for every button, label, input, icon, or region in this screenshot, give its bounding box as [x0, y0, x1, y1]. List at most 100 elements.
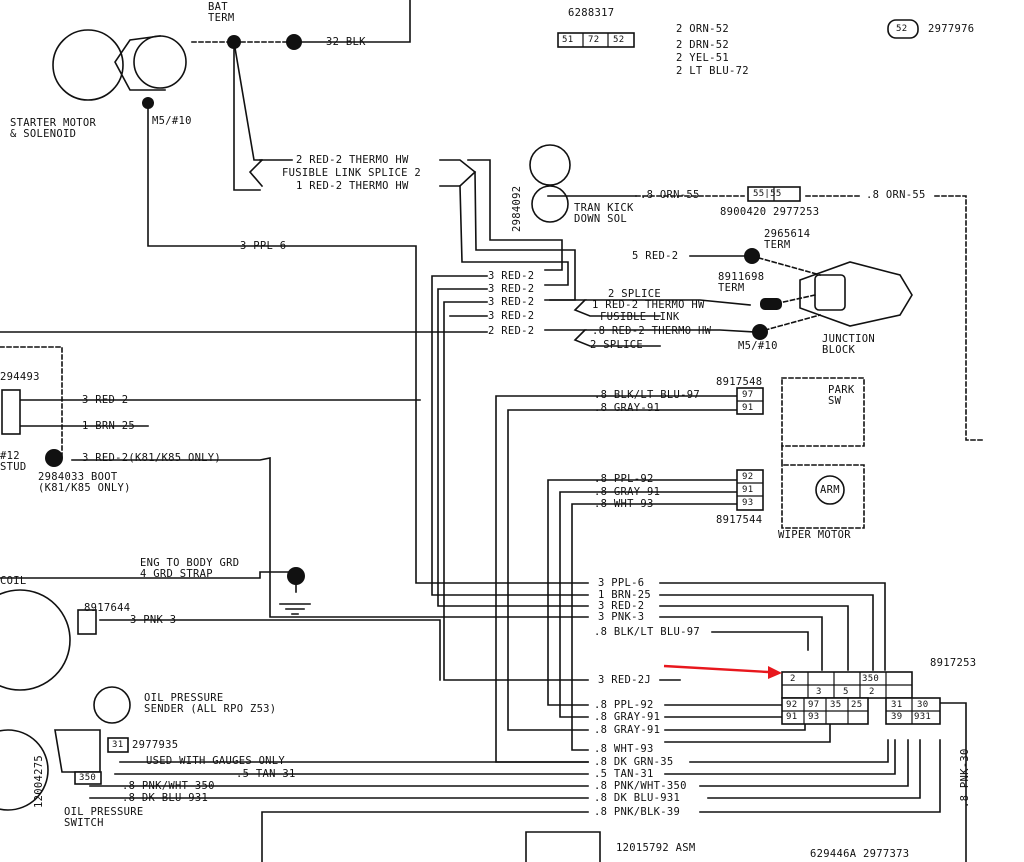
pin-label: 97 — [808, 700, 820, 710]
label-r-ppl6: 3 PPL-6 — [598, 577, 645, 589]
pin-label: 5 — [843, 687, 849, 697]
label-wiper: WIPER MOTOR — [778, 529, 851, 541]
pin-label: 31 — [891, 700, 903, 710]
label-pnk30-vert: .8 PNK-30 — [959, 748, 971, 808]
label-wht93: .8 WHT-93 — [594, 498, 654, 510]
pin-label: 92 — [786, 700, 798, 710]
label-r-blk97: .8 BLK/LT BLU-97 — [594, 626, 700, 638]
label-r-wht93: .8 WHT-93 — [594, 743, 654, 755]
label-p8917644: 8917644 — [84, 602, 131, 614]
label-starter: STARTER MOTOR& SOLENOID — [10, 117, 97, 140]
label-boot: 2984033 BOOT(K81/K85 ONLY) — [38, 471, 131, 494]
label-red2thermo-d: .8 RED-2 THERMO HW — [592, 325, 712, 337]
pin-label: 350 — [862, 674, 880, 684]
pin-label: 93 — [808, 712, 820, 722]
label-r-ppl92: .8 PPL-92 — [594, 699, 654, 711]
label-p6288317: 6288317 — [568, 7, 615, 19]
label-r-brn25: 1 BRN-25 — [598, 589, 651, 601]
label-r-gray91a: .8 GRAY-91 — [594, 711, 661, 723]
label-pnkwht350-left: .8 PNK/WHT-350 — [122, 780, 215, 792]
pin-label: 52 — [613, 35, 625, 45]
pin-label: 350 — [79, 773, 97, 783]
label-p8917548: 8917548 — [716, 376, 763, 388]
label-yel51: 2 YEL-51 — [676, 52, 729, 64]
label-r-dkgrn35: .8 DK GRN-35 — [594, 756, 674, 768]
label-red2-r2: 3 RED-2 — [488, 283, 535, 295]
label-gray91: .8 GRAY-91 — [594, 402, 661, 414]
label-p2977976: 2977976 — [928, 23, 975, 35]
label-red2-left: 3 RED-2 — [82, 394, 129, 406]
label-p12004275: 12004275 — [33, 755, 45, 808]
label-orn55b: .8 ORN-55 — [866, 189, 926, 201]
pin-label: 93 — [742, 498, 754, 508]
label-p8900420: 8900420 2977253 — [720, 206, 820, 218]
label-r-red2: 3 RED-2 — [598, 600, 645, 612]
label-red2-r5: 2 RED-2 — [488, 325, 535, 337]
label-p2984092: 2984092 — [511, 185, 523, 232]
label-m5-10-top: M5/#10 — [152, 115, 192, 127]
pin-label: 2 — [790, 674, 796, 684]
pin-label: 30 — [917, 700, 929, 710]
label-pnk3-left: 3 PNK-3 — [130, 614, 177, 626]
label-red2-5: 5 RED-2 — [632, 250, 679, 262]
pin-label: 72 — [588, 35, 600, 45]
pin-label: 92 — [742, 472, 754, 482]
label-r-pnk3: 3 PNK-3 — [598, 611, 645, 623]
label-ltblu72: 2 LT BLU-72 — [676, 65, 749, 77]
label-red2thermo-c: 1 RED-2 THERMO HW — [592, 299, 705, 311]
label-red2thermo-a: 2 RED-2 THERMO HW — [296, 154, 409, 166]
pin-label: 39 — [891, 712, 903, 722]
pin-label: 91 — [786, 712, 798, 722]
pin-label: 35 — [830, 700, 842, 710]
label-ppl6: 3 PPL 6 — [240, 240, 287, 252]
pin-label: 3 — [816, 687, 822, 697]
pin-label: 931 — [914, 712, 932, 722]
pin-label: 51 — [562, 35, 574, 45]
label-r-pnkwht350: .8 PNK/WHT-350 — [594, 780, 687, 792]
pin-label: 55|55 — [753, 189, 782, 199]
label-p294493: 294493 — [0, 371, 40, 383]
label-tan31-left: .5 TAN-31 — [236, 768, 296, 780]
pin-label: 91 — [742, 403, 754, 413]
label-p12015792: 12015792 ASM — [616, 842, 696, 854]
label-r-red2j: 3 RED-2J — [598, 674, 651, 686]
label-brn25-left: 1 BRN-25 — [82, 420, 135, 432]
label-p8917253: 8917253 — [930, 657, 977, 669]
label-orn52b: 2 DRN-52 — [676, 39, 729, 51]
label-dkblu931-left: .8 DK BLU-931 — [122, 792, 209, 804]
pin-label: 25 — [851, 700, 863, 710]
label-red2-k81: 3 RED-2(K81/K85 ONLY) — [82, 452, 222, 464]
label-p629446a: 629446A 2977373 — [810, 848, 910, 860]
label-m5-10-b: M5/#10 — [738, 340, 778, 352]
label-arm: ARM — [820, 484, 840, 496]
label-orn55a: .8 ORN-55 — [640, 189, 700, 201]
label-r-dkblu931: .8 DK BLU-931 — [594, 792, 681, 804]
pin-label: 2 — [869, 687, 875, 697]
label-gauges-only: USED WITH GAUGES ONLY — [146, 755, 286, 767]
label-fusible-link: FUSIBLE LINK — [600, 311, 680, 323]
label-blk32: 32 BLK — [326, 36, 366, 48]
label-red2thermo-b: 1 RED-2 THERMO HW — [296, 180, 409, 192]
label-orn52a: 2 ORN-52 — [676, 23, 729, 35]
pin-label: 52 — [896, 24, 908, 34]
label-red2-r1: 3 RED-2 — [488, 270, 535, 282]
label-blkltblu97: .8 BLK/LT BLU-97 — [594, 389, 700, 401]
label-ppl92: .8 PPL-92 — [594, 473, 654, 485]
pin-label: 91 — [742, 485, 754, 495]
pin-label: 31 — [112, 740, 124, 750]
label-red2-r3: 3 RED-2 — [488, 296, 535, 308]
label-p2977935: 2977935 — [132, 739, 179, 751]
label-r-tan31: .5 TAN-31 — [594, 768, 654, 780]
label-r-pnkblk39: .8 PNK/BLK-39 — [594, 806, 681, 818]
label-p8917544: 8917544 — [716, 514, 763, 526]
label-red2-r4: 3 RED-2 — [488, 310, 535, 322]
